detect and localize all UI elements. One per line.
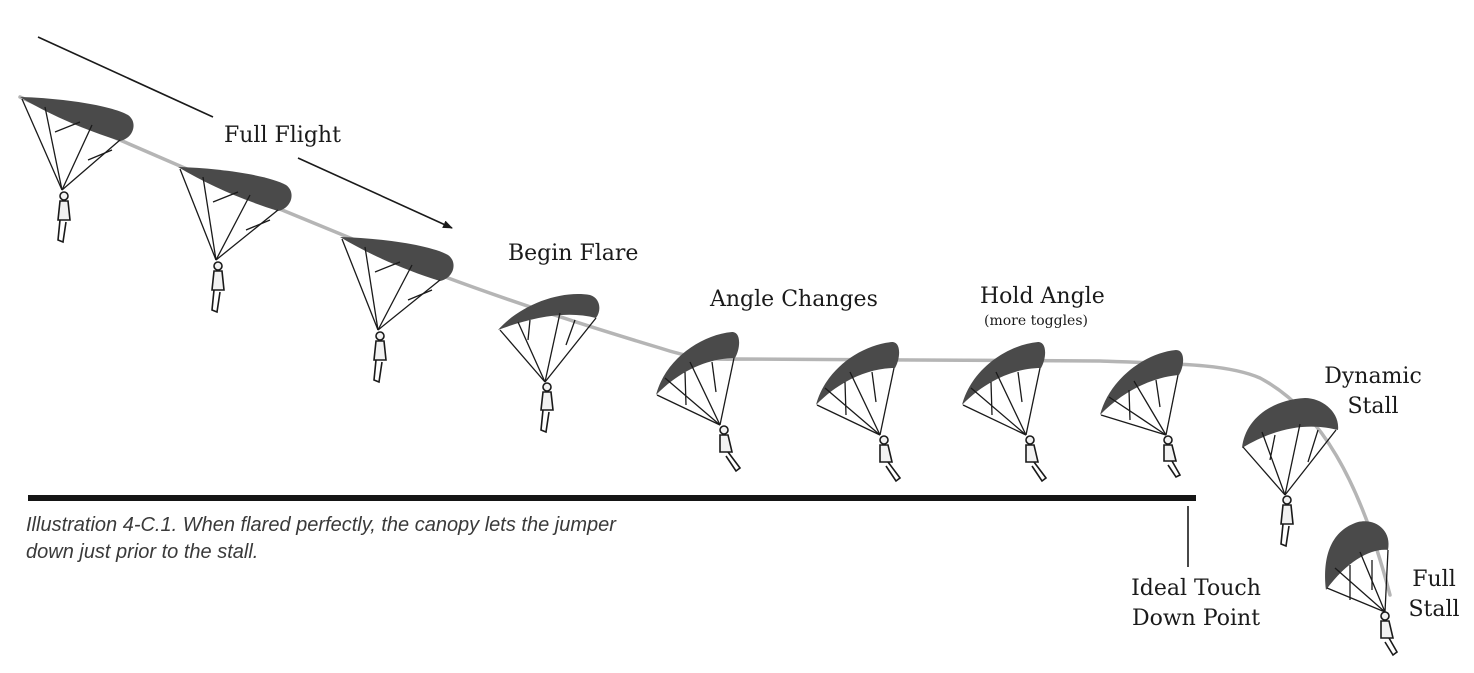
illustration-caption: Illustration 4-C.1. When flared perfectl… xyxy=(26,514,616,563)
label-angle-changes: Angle Changes xyxy=(710,287,878,312)
label-full-stall-line-2: Stall xyxy=(1408,597,1460,622)
ground-line xyxy=(28,495,1196,501)
label-hold-angle: Hold Angle xyxy=(980,284,1105,309)
canopy-figure-touch-down xyxy=(1100,350,1184,479)
label-ideal-touch-down-line-1: Ideal Touch xyxy=(1131,576,1261,601)
canopy-figure-begin-flare xyxy=(498,294,600,434)
label-full-stall: Full Stall xyxy=(1404,565,1464,625)
label-dynamic-stall-line-2: Stall xyxy=(1347,394,1399,419)
label-ideal-touch-down-line-2: Down Point xyxy=(1131,606,1261,631)
full-flight-arrow xyxy=(297,157,453,229)
canopy-figure-full-flight-1 xyxy=(20,97,134,244)
canopy-figure-full-stall xyxy=(1325,521,1399,657)
label-full-stall-line-1: Full xyxy=(1412,567,1456,592)
label-full-flight: Full Flight xyxy=(224,123,341,148)
canopy-figure-hold-angle xyxy=(962,342,1048,483)
label-hold-angle-note: (more toggles) xyxy=(984,313,1088,329)
label-dynamic-stall: Dynamic Stall xyxy=(1318,362,1428,422)
label-begin-flare: Begin Flare xyxy=(508,241,639,266)
canopy-figure-angle-changes xyxy=(656,332,742,473)
label-ideal-touch-down: Ideal Touch Down Point xyxy=(1128,574,1264,634)
canopy-figure-angle-changes-2 xyxy=(816,342,902,483)
canopy-figure-full-flight-2 xyxy=(178,167,292,314)
canopy-figure-full-flight-3 xyxy=(340,237,454,384)
full-flight-arrow-tail xyxy=(37,36,214,118)
canopy-figure-dynamic-stall xyxy=(1242,398,1339,548)
label-dynamic-stall-line-1: Dynamic xyxy=(1324,364,1422,389)
